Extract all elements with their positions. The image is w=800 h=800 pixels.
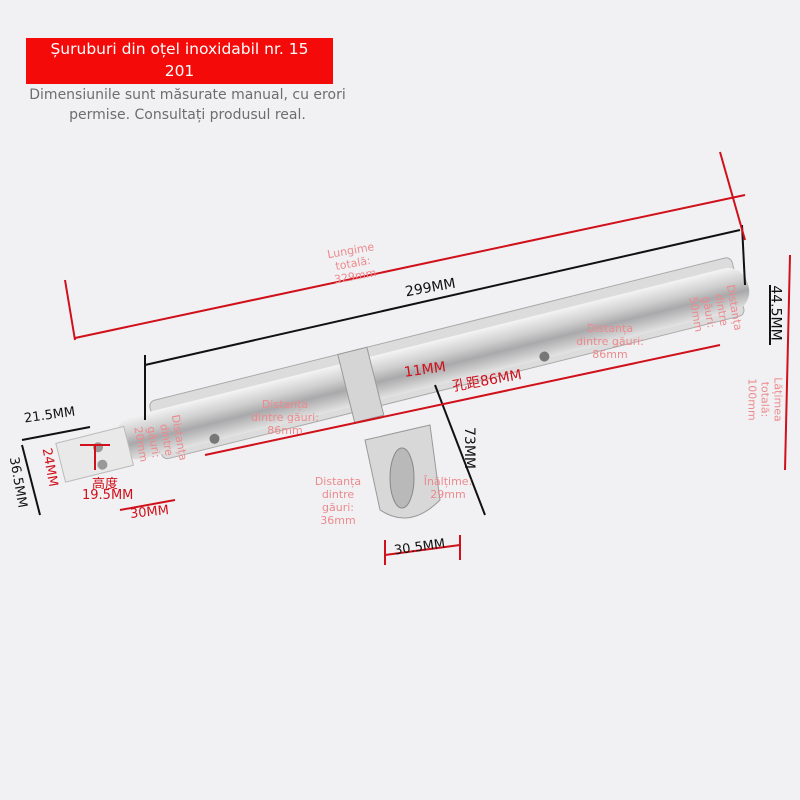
note-line-2: permise. Consultați produsul real. xyxy=(69,107,306,123)
banner-line-2: 201 xyxy=(164,62,195,80)
barrel-bolt xyxy=(55,257,750,483)
overlay-hole-dist-86-right: Distanța dintre găuri: 86mm xyxy=(576,322,644,361)
title-banner: Șuruburi din oțel inoxidabil nr. 15 201 xyxy=(26,38,333,84)
note-line-1: Dimensiunile sunt măsurate manual, cu er… xyxy=(29,87,346,103)
overlay-total-width: Lățimea totală: 100mm xyxy=(745,377,785,422)
dim-height-19-5: 19.5MM xyxy=(82,488,134,503)
overlay-hole-dist-86-left: Distanța dintre găuri: 86mm xyxy=(251,398,319,437)
banner-line-1: Șuruburi din oțel inoxidabil nr. 15 xyxy=(50,40,309,58)
hasp-plate xyxy=(364,424,441,519)
overlay-hole-dist-36: Distanța dintre găuri: 36mm xyxy=(314,475,362,527)
dim-height-44-5: 44.5MM xyxy=(767,285,784,341)
dimension-lines-red xyxy=(64,151,791,565)
disclaimer-note: Dimensiunile sunt măsurate manual, cu er… xyxy=(10,85,365,125)
dimension-lines-black xyxy=(21,224,771,516)
overlay-height-29: Înălțime: 29mm xyxy=(423,475,473,501)
overlay-hole-dist-50: Distanța dintre găuri: 50mm xyxy=(686,283,745,333)
dim-height-label-cn: 高度 xyxy=(92,477,119,492)
overlay-hole-dist-20: Distanța dintre găuri: 20mm xyxy=(131,413,190,463)
dim-height-73: 73MM xyxy=(460,427,477,469)
